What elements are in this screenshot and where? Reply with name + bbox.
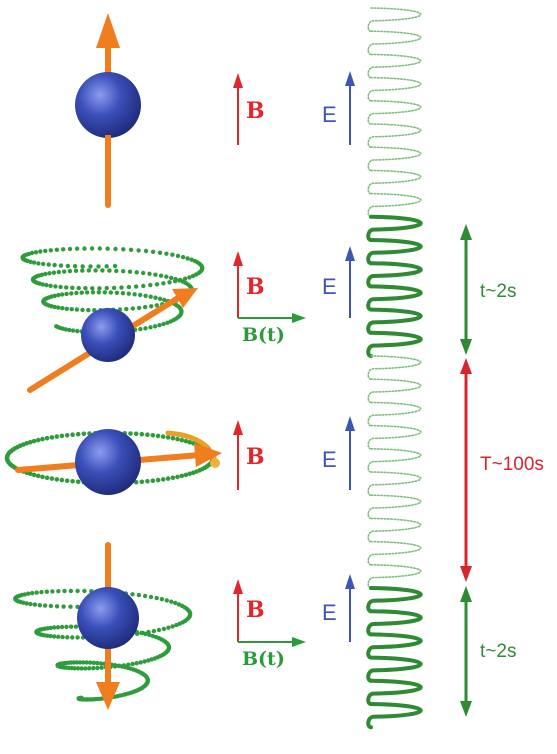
rf-wave-segment	[366, 238, 423, 266]
rf-wave-segment	[367, 494, 422, 520]
rf-wave-segment	[367, 53, 422, 79]
precession-tip-icon	[210, 458, 220, 468]
rf-wave-segment	[366, 214, 423, 242]
interval-pulse-1: t~2s	[460, 224, 516, 355]
b-field-label: B	[246, 274, 265, 300]
b-field-3: B	[233, 420, 265, 490]
stage-2-pulse	[20, 246, 205, 393]
helix-trajectory-icon	[20, 246, 205, 335]
spin-sphere-icon	[77, 587, 139, 649]
rf-wave-segment	[366, 678, 423, 706]
e-field-label: E	[322, 274, 337, 299]
rf-wave-segment	[367, 471, 422, 496]
rf-wave-segment	[367, 192, 422, 218]
b-field-2: B B(t)	[233, 251, 306, 346]
interval-free-precession: T~100s	[460, 358, 544, 582]
rf-wave-icon	[366, 7, 423, 730]
stage-1-spin-up	[75, 13, 141, 208]
rf-wave-segment	[366, 284, 423, 312]
rf-wave-segment	[367, 123, 422, 148]
rf-wave-segment	[367, 401, 422, 427]
e-field-4: E	[322, 574, 355, 642]
rf-wave-segment	[366, 330, 423, 358]
spin-sphere-icon	[81, 308, 135, 362]
rf-wave-segment	[367, 76, 422, 102]
rf-wave-segment	[366, 261, 423, 289]
rf-wave-segment	[367, 448, 422, 473]
b-field-label: B	[246, 444, 265, 470]
rf-wave-segment	[367, 169, 422, 195]
rf-wave-segment	[367, 30, 422, 56]
spin-arrow-head-icon	[172, 288, 198, 308]
rf-wave-segment	[367, 564, 422, 589]
rf-wave-segment	[366, 702, 423, 730]
rf-wave-segment	[367, 517, 422, 543]
b-field-4: B B(t)	[233, 579, 306, 670]
stage-3-precession	[4, 429, 222, 495]
rf-field-label: B(t)	[242, 648, 285, 670]
rf-wave-segment	[366, 609, 423, 637]
b-field-label: B	[246, 98, 265, 124]
spin-arrow-head-icon	[194, 443, 222, 467]
b-field-label: B	[246, 597, 265, 623]
rf-wave-segment	[366, 307, 423, 335]
e-field-1: E	[322, 71, 355, 145]
rf-wave-segment	[366, 586, 423, 614]
rf-wave-segment	[367, 540, 422, 566]
e-field-label: E	[322, 600, 337, 625]
rf-wave-segment	[366, 632, 423, 660]
spin-sphere-icon	[75, 72, 141, 138]
rf-wave-segment	[366, 655, 423, 683]
rf-wave-segment	[367, 7, 422, 32]
rf-wave-segment	[367, 355, 422, 380]
pulse-time-label: t~2s	[480, 281, 516, 302]
rf-wave-segment	[367, 146, 422, 172]
spin-arrow-head-icon	[96, 13, 120, 48]
stage-4-pulse	[13, 542, 193, 710]
e-field-3: E	[322, 416, 355, 490]
rf-wave-segment	[367, 100, 422, 125]
pulse-time-label: t~2s	[480, 641, 516, 662]
precession-time-label: T~100s	[480, 454, 544, 475]
e-field-label: E	[322, 102, 337, 127]
rf-wave-segment	[367, 378, 422, 404]
e-field-2: E	[322, 246, 355, 318]
spin-sphere-icon	[75, 429, 141, 495]
e-field-label: E	[322, 447, 337, 472]
b-field-1: B	[233, 73, 265, 145]
rf-field-label: B(t)	[242, 324, 285, 346]
interval-pulse-2: t~2s	[460, 586, 516, 717]
spin-arrow-head-icon	[96, 682, 120, 710]
rf-wave-segment	[367, 424, 422, 450]
